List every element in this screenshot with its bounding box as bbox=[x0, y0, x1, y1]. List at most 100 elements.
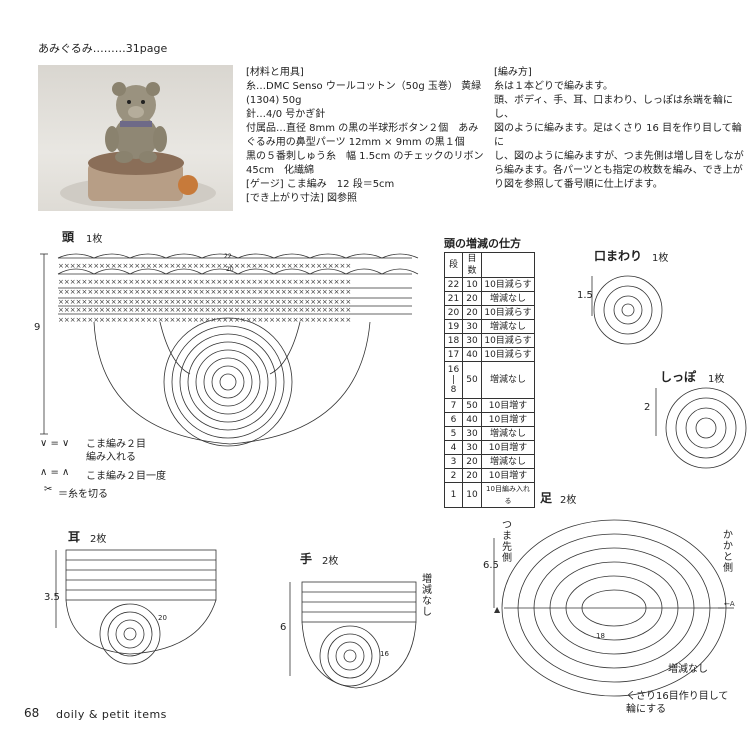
table-cell: 30 bbox=[462, 426, 482, 441]
tail-count: 1枚 bbox=[708, 374, 725, 385]
head-chart: ××××××××××××××××××××××××××××××××××××××××… bbox=[40, 253, 419, 447]
materials-line: 針…4/0 号かぎ針 bbox=[246, 109, 326, 120]
hand-note: 増減なし bbox=[422, 574, 432, 618]
table-cell: 30 bbox=[462, 319, 482, 334]
head-row-20: 20 bbox=[226, 266, 234, 273]
materials-line: 45cm 化繊綿 bbox=[246, 165, 314, 176]
head-height: 9 bbox=[34, 322, 41, 333]
table-cell: 10目減らす bbox=[481, 305, 535, 320]
table-cell: 3 bbox=[444, 454, 463, 469]
page-header: あみぐるみ………31page bbox=[38, 42, 168, 55]
table-cell: 40 bbox=[462, 412, 482, 427]
hand-row: 16 bbox=[380, 650, 389, 658]
head-row-22: 22 bbox=[224, 253, 232, 260]
table-cell: 6 bbox=[444, 412, 463, 427]
size-heading: [でき上がり寸法] bbox=[246, 193, 324, 204]
page-number: 68 bbox=[24, 706, 40, 720]
table-cell: 16 | 8 bbox=[444, 361, 463, 399]
svg-text:××××××××××××××××××××××××××××××: ××××××××××××××××××××××××××××××××××××××××… bbox=[58, 262, 351, 270]
mouth-chart bbox=[591, 275, 663, 345]
table-cell: 増減なし bbox=[481, 319, 535, 334]
gauge-text: こま編み 12 段＝5cm bbox=[286, 179, 395, 190]
increase-table-title: 頭の増減の仕方 bbox=[444, 237, 521, 250]
size-text: 図参照 bbox=[327, 193, 357, 204]
svg-text:▲: ▲ bbox=[494, 605, 501, 614]
materials-block: [材料と用具] 糸…DMC Senso ウールコットン（50g 玉巻） 黄緑 (… bbox=[246, 66, 486, 206]
gauge-heading: [ゲージ] bbox=[246, 179, 284, 190]
table-cell: 10目増す bbox=[481, 398, 535, 413]
table-cell: 20 bbox=[462, 454, 482, 469]
mouth-label: 口まわり bbox=[594, 249, 643, 263]
foot-chart: ←A ▲ bbox=[493, 519, 735, 697]
table-cell: 10 bbox=[462, 482, 482, 508]
table-header-cell: 目数 bbox=[462, 252, 482, 278]
table-cell: 18 bbox=[444, 333, 463, 348]
legend-symbol-inc: ∨ = ∨ bbox=[40, 438, 70, 449]
table-cell: 20 bbox=[444, 305, 463, 320]
svg-text:←A: ←A bbox=[724, 600, 735, 608]
hand-label: 手 bbox=[300, 552, 313, 566]
table-cell: 40 bbox=[462, 347, 482, 362]
table-cell: 10 bbox=[462, 277, 482, 292]
scissors-icon: ✂ bbox=[44, 484, 53, 495]
table-cell: 増減なし bbox=[481, 426, 535, 441]
table-cell: 4 bbox=[444, 440, 463, 455]
materials-line: 付属品…直径 8mm の黒の半球形ボタン２個 あみ bbox=[246, 123, 479, 134]
tail-label: しっぽ bbox=[660, 370, 697, 384]
foot-note-2: くさり16目作り目して 輪にする bbox=[626, 691, 729, 715]
ear-label: 耳 bbox=[68, 530, 81, 544]
table-cell: 増減なし bbox=[481, 291, 535, 306]
ear-count: 2枚 bbox=[90, 534, 107, 545]
table-cell: 21 bbox=[444, 291, 463, 306]
table-cell: 7 bbox=[444, 398, 463, 413]
hand-chart bbox=[289, 581, 417, 689]
bear-photo bbox=[38, 65, 233, 211]
table-cell: 10目増す bbox=[481, 440, 535, 455]
hand-size: 6 bbox=[280, 622, 287, 633]
method-line: り図を参照して番号順に仕上げます。 bbox=[494, 179, 663, 190]
table-cell: 20 bbox=[462, 468, 482, 483]
ear-row: 20 bbox=[158, 614, 167, 622]
svg-text:××××××××××××××××××××××××××××××: ××××××××××××××××××××××××××××××××××××××××… bbox=[58, 278, 351, 286]
legend-text-inc: こま編み２目 編み入れる bbox=[86, 439, 146, 463]
tail-chart bbox=[655, 387, 747, 469]
method-line: 頭、ボディ、手、耳、口まわり、しっぽは糸端を輪にし、 bbox=[494, 95, 733, 120]
tail-size: 2 bbox=[644, 402, 651, 413]
table-cell: 増減なし bbox=[481, 361, 535, 399]
table-header-cell bbox=[481, 252, 535, 278]
svg-text:××××××××××××××××××××××××××××××: ××××××××××××××××××××××××××××××××××××××××… bbox=[58, 288, 351, 296]
mouth-size: 1.5 bbox=[577, 290, 593, 301]
table-cell: 20 bbox=[462, 291, 482, 306]
legend-symbol-dec: ∧ = ∧ bbox=[40, 467, 70, 478]
table-cell: 1 bbox=[444, 482, 463, 508]
head-count: 1枚 bbox=[86, 234, 103, 245]
table-header-cell: 段 bbox=[444, 252, 463, 278]
legend-text-dec: こま編み２目一度 bbox=[86, 471, 166, 482]
foot-toe-label: つま先側 bbox=[502, 520, 512, 564]
table-cell: 17 bbox=[444, 347, 463, 362]
svg-text:××××××××××××××××××××××××××××××: ××××××××××××××××××××××××××××××××××××××××… bbox=[58, 298, 351, 306]
table-cell: 10目減らす bbox=[481, 347, 535, 362]
footer-text: doily & petit items bbox=[56, 708, 167, 721]
svg-text:××××××××××××××××××××××××××××××: ××××××××××××××××××××××××××××××××××××××××… bbox=[58, 306, 351, 314]
foot-note-1: 増減なし bbox=[668, 664, 708, 675]
ear-chart bbox=[55, 549, 217, 665]
table-cell: 10目増す bbox=[481, 412, 535, 427]
materials-line: ぐるみ用の鼻型パーツ 12mm × 9mm の黒１個 bbox=[246, 137, 465, 148]
method-line: し、図のように編みますが、つま先側は増し目をしなが bbox=[494, 151, 744, 162]
table-cell: 10目減らす bbox=[481, 333, 535, 348]
table-cell: 20 bbox=[462, 305, 482, 320]
table-cell: 50 bbox=[462, 361, 482, 399]
table-cell: 19 bbox=[444, 319, 463, 334]
